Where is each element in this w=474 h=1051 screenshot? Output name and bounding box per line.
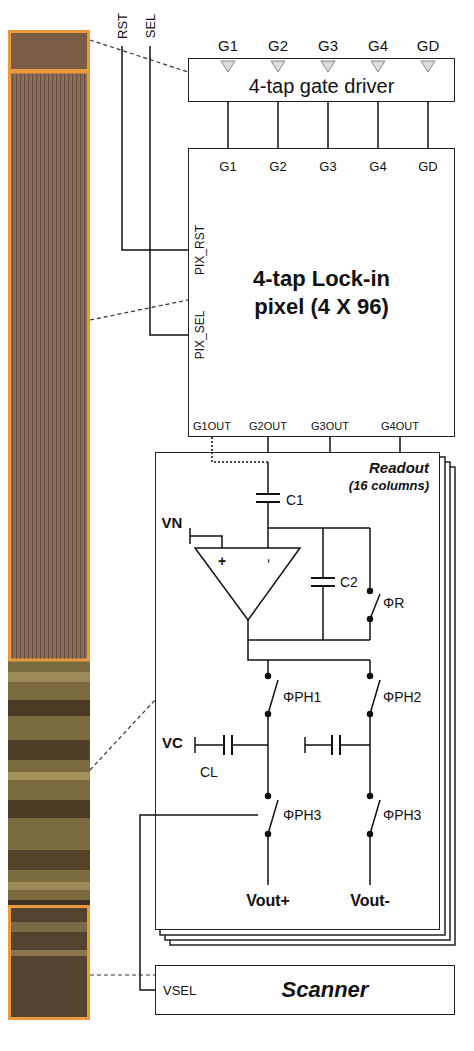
signal-label: ΦR	[383, 596, 404, 610]
signal-label: +	[218, 554, 226, 568]
control-wires	[122, 46, 188, 335]
readout-stack	[155, 452, 455, 945]
wire-connector	[267, 437, 269, 452]
signal-label: ΦPH3	[283, 808, 321, 822]
wire-connector	[227, 102, 229, 148]
signal-label: G2	[269, 160, 286, 173]
block-title: Readout	[369, 459, 429, 476]
signal-label: ΦPH1	[283, 690, 321, 704]
signal-label: C1	[286, 493, 304, 507]
signal-label: RST	[116, 13, 129, 39]
signal-label: G4OUT	[381, 421, 419, 432]
signal-label: G2	[268, 38, 288, 53]
signal-label: Vout+	[246, 893, 290, 909]
scanner-box: Scanner	[155, 965, 455, 1015]
signal-label: G1	[219, 160, 236, 173]
signal-label: G2OUT	[249, 421, 287, 432]
wire-connector	[211, 437, 213, 452]
signal-label: VN	[162, 515, 183, 530]
block-title: 4-tap Lock-in pixel (4 X 96)	[232, 265, 412, 320]
signal-label: G1OUT	[193, 421, 231, 432]
buffer-symbols	[221, 61, 435, 72]
signal-label: Vout-	[350, 893, 390, 909]
pixel-array-box: 4-tap Lock-in pixel (4 X 96)	[188, 148, 455, 437]
die-photo	[8, 30, 90, 1020]
wire-connector	[377, 102, 379, 148]
signal-label: G1	[218, 38, 238, 53]
signal-label: SEL	[144, 14, 157, 39]
signal-label: PIX_RST	[194, 225, 206, 275]
signal-label: G3	[319, 160, 336, 173]
signal-label: GD	[418, 160, 438, 173]
wire-connector	[399, 437, 401, 452]
block-title: Scanner	[282, 977, 369, 1003]
signal-label: C2	[340, 575, 358, 589]
signal-label: ΦPH3	[383, 808, 421, 822]
signal-label: G3	[318, 38, 338, 53]
signal-label: -	[261, 559, 275, 564]
wire-connector	[277, 102, 279, 148]
block-title: 4-tap gate driver	[249, 75, 395, 98]
wire-connector	[140, 815, 155, 990]
block-title: (16 columns)	[349, 478, 429, 493]
signal-label: CL	[200, 765, 218, 779]
wire-connector	[327, 102, 329, 148]
signal-label: G4	[368, 38, 388, 53]
signal-label: ΦPH2	[383, 690, 421, 704]
readout-circuit	[155, 452, 380, 885]
signal-label: GD	[417, 38, 440, 53]
driver-box: 4-tap gate driver	[188, 58, 455, 102]
signal-label: G3OUT	[311, 421, 349, 432]
signal-label: VC	[162, 735, 183, 750]
signal-label: PIX_SEL	[194, 311, 206, 360]
signal-label: VSEL	[163, 984, 196, 997]
wire-connector	[329, 437, 331, 452]
signal-label: G4	[369, 160, 386, 173]
wire-connector	[427, 102, 429, 148]
